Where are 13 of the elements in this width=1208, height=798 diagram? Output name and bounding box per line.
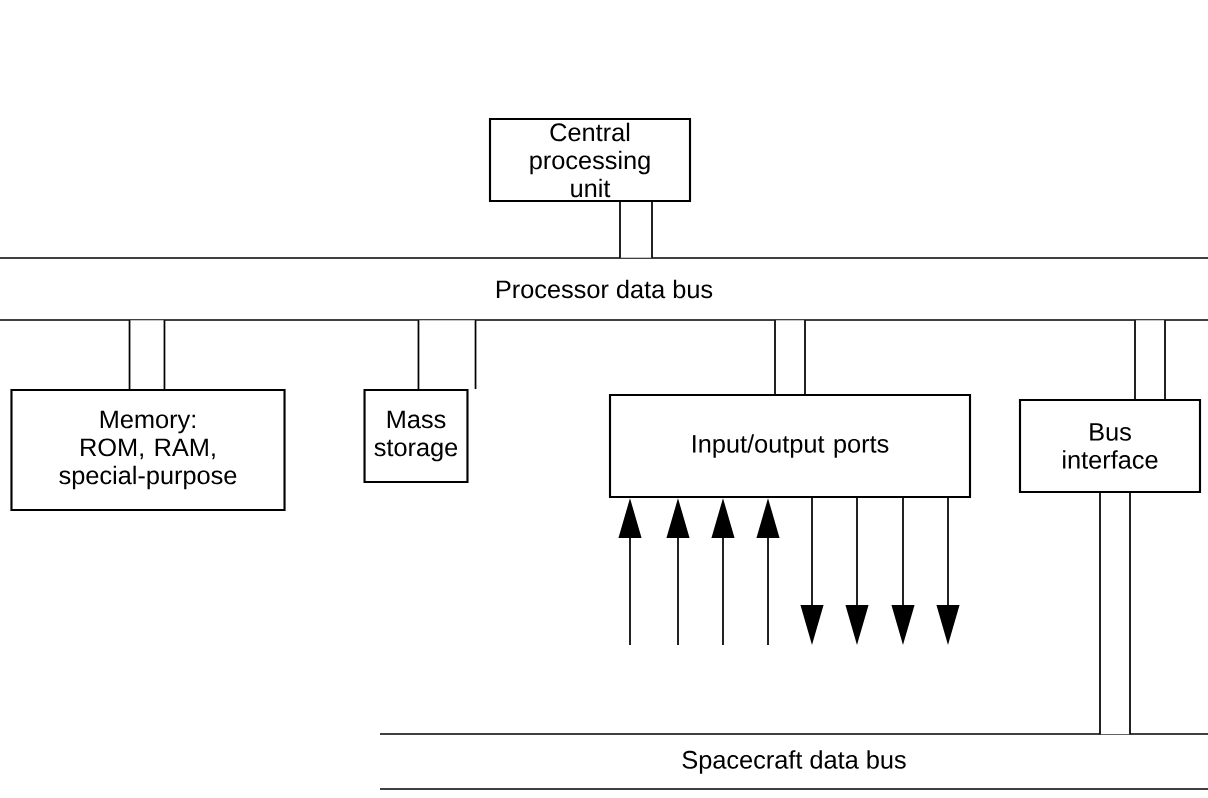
data-bus: Spacecraft data bus: [379, 733, 1208, 790]
component-box: Central processing unit: [488, 117, 692, 203]
bus-connector: [1099, 493, 1131, 735]
component-box: Input/output ports: [608, 393, 972, 499]
bus-connector: [1134, 320, 1166, 399]
data-bus: Processor data bus: [0, 257, 1208, 321]
bus-connector: [619, 202, 653, 258]
component-box: Mass storage: [363, 388, 469, 484]
bus-connector: [774, 320, 806, 394]
component-box: Bus interface: [1018, 398, 1202, 494]
bus-connector: [128, 320, 166, 389]
component-box: Memory: ROM, RAM, special-purpose: [10, 388, 286, 512]
bus-connector: [417, 320, 477, 389]
